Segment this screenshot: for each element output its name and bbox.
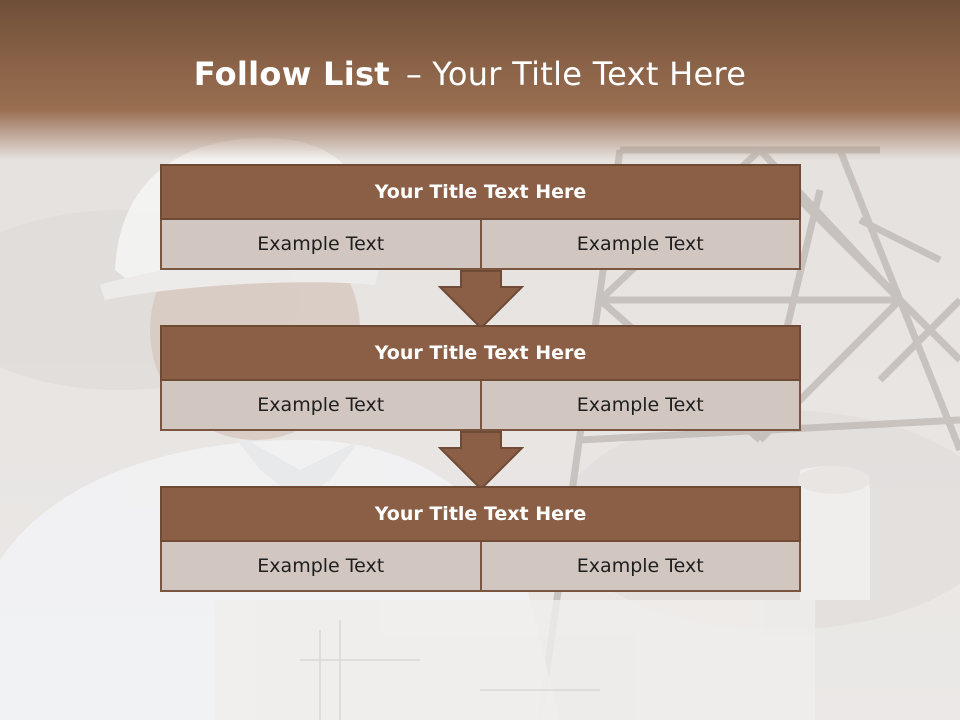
block-title[interactable]: Your Title Text Here [160,486,801,542]
list-block-1: Your Title Text Here Example Text Exampl… [160,164,801,270]
block-cell-right[interactable]: Example Text [479,542,801,592]
block-row: Example Text Example Text [160,542,801,592]
block-cell-left[interactable]: Example Text [160,381,482,431]
header-band [0,0,960,160]
block-cell-left[interactable]: Example Text [160,542,482,592]
slide-title-bold: Follow List [193,55,390,93]
block-cell-right[interactable]: Example Text [479,381,801,431]
slide-title: Follow List–Your Title Text Here [0,55,940,93]
list-block-2: Your Title Text Here Example Text Exampl… [160,325,801,431]
block-title[interactable]: Your Title Text Here [160,325,801,381]
block-cell-right[interactable]: Example Text [479,220,801,270]
block-row: Example Text Example Text [160,220,801,270]
slide-title-rest: Your Title Text Here [432,55,747,93]
down-arrow-icon [438,270,524,330]
block-title[interactable]: Your Title Text Here [160,164,801,220]
down-arrow-icon [438,431,524,491]
block-cell-left[interactable]: Example Text [160,220,482,270]
list-block-3: Your Title Text Here Example Text Exampl… [160,486,801,592]
slide-title-dash: – [405,55,423,93]
block-row: Example Text Example Text [160,381,801,431]
blueprint-roll-photo [215,466,870,720]
